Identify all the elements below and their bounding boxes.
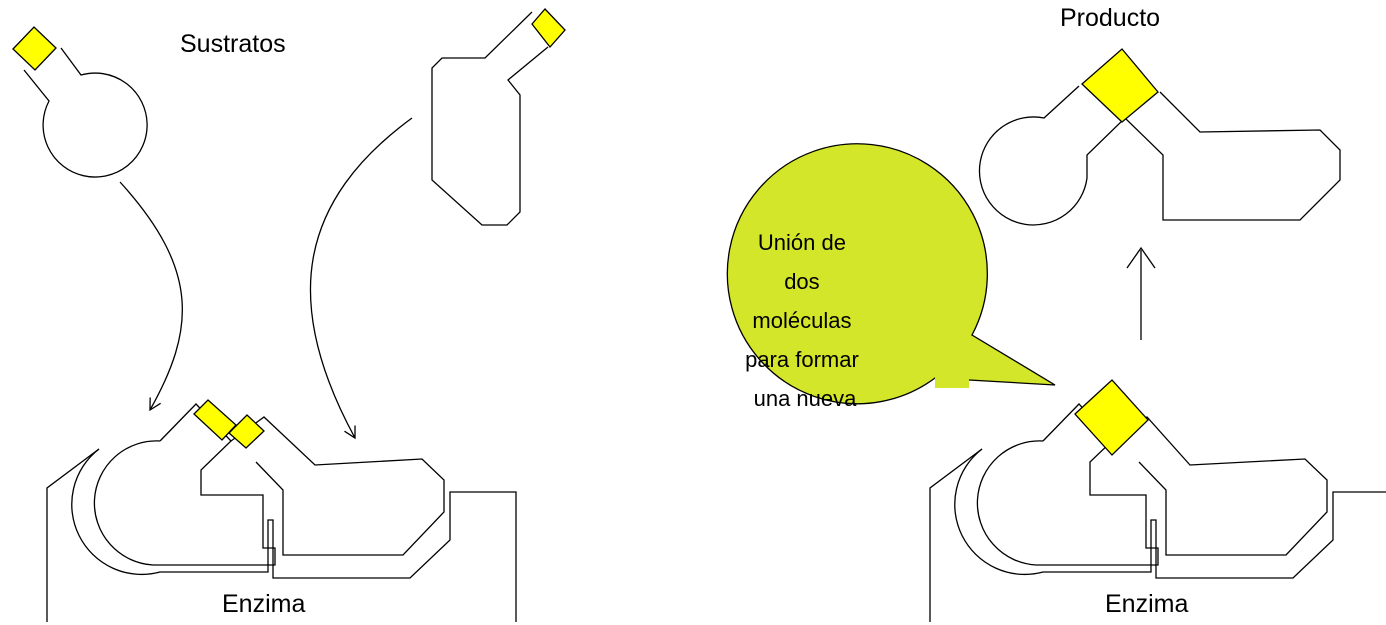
substrate-long-active-site bbox=[531, 8, 566, 49]
label-product: Producto bbox=[1060, 4, 1160, 32]
label-substrates: Sustratos bbox=[180, 30, 286, 58]
bound-active-site-2 bbox=[228, 414, 265, 449]
bound-substrate-round bbox=[93, 403, 276, 566]
enzyme-right bbox=[929, 379, 1386, 622]
substrate-long-outline bbox=[431, 11, 549, 226]
callout-line-5: una nueva bbox=[754, 386, 858, 411]
substrate-round-outline bbox=[23, 47, 148, 178]
arrow-substrate-round-to-enzyme bbox=[119, 181, 183, 412]
callout-bubble: Unión de dos moléculas para formar una n… bbox=[726, 143, 1056, 411]
substrate-long bbox=[431, 8, 566, 226]
enzyme-left-outline bbox=[46, 448, 100, 622]
substrate-round bbox=[12, 26, 148, 178]
enzyme-right-active-site bbox=[1074, 379, 1149, 456]
arrow-substrate-long-to-enzyme bbox=[309, 117, 413, 440]
callout-line-1: Unión de bbox=[758, 230, 846, 255]
enzyme-right-complex bbox=[976, 403, 1159, 566]
callout-line-4: para formar bbox=[745, 347, 859, 372]
arrow-product-formation-head bbox=[1126, 246, 1156, 269]
enzyme-left-pocket bbox=[71, 448, 517, 622]
bound-active-site-1 bbox=[193, 399, 237, 441]
substrate-round-active-site bbox=[12, 26, 57, 71]
label-enzyme-right: Enzima bbox=[1105, 590, 1188, 618]
enzyme-left bbox=[46, 399, 517, 622]
enzyme-right-complex-right bbox=[1111, 416, 1328, 556]
callout-text: Unión de dos moléculas para formar una n… bbox=[745, 230, 865, 411]
product-molecule bbox=[978, 48, 1341, 226]
callout-line-3: moléculas bbox=[752, 308, 851, 333]
enzyme-right-pocket bbox=[954, 448, 1386, 579]
enzyme-right-outline bbox=[929, 448, 983, 622]
bound-substrate-long bbox=[230, 416, 445, 556]
label-enzyme-left: Enzima bbox=[222, 590, 305, 618]
product-active-site bbox=[1081, 48, 1159, 123]
callout-bubble-shape bbox=[726, 143, 1056, 405]
product-outline bbox=[978, 85, 1341, 226]
callout-line-2: dos bbox=[784, 269, 819, 294]
